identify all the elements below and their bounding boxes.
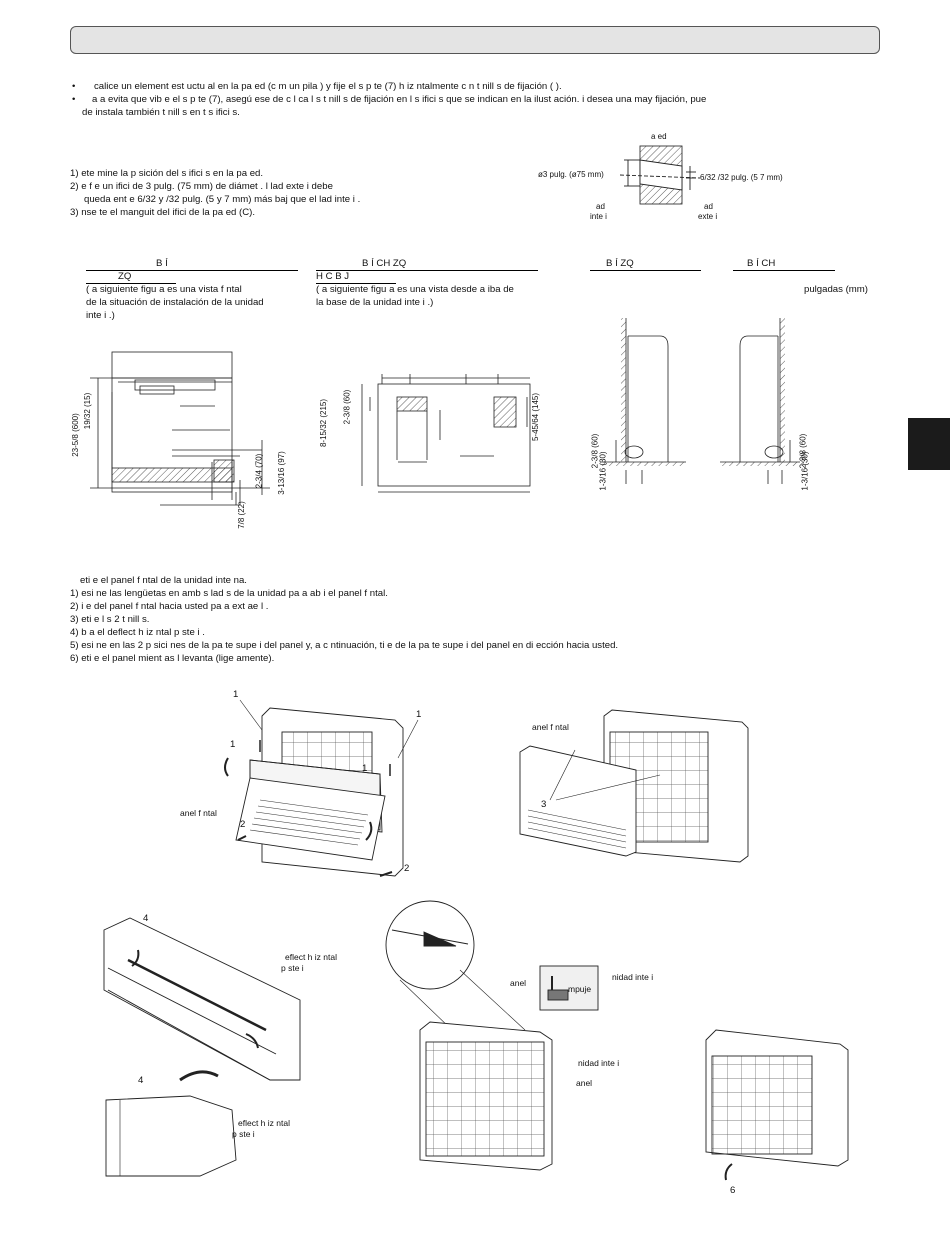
outer-side-label: exte i <box>698 212 718 221</box>
inner-side-label: inte i <box>590 212 607 221</box>
step-line: 4) b a el deflect h iz ntal p ste i . <box>70 627 205 638</box>
dim-label: 3-13/16 (97) <box>276 451 286 495</box>
dim-label: 2-3/8 (60) <box>342 389 352 425</box>
indoor-unit-label: nidad inte i <box>612 972 654 982</box>
wall-hole-diagram <box>619 145 701 205</box>
section-title-3: B Í ZQ <box>590 257 701 271</box>
deflector-label: p ste i <box>281 963 304 973</box>
side-view-diagram-left <box>600 318 686 484</box>
section-subtitle-1: ZQ <box>86 270 176 284</box>
push-label: mpuje <box>568 984 592 994</box>
dim-label: 23-5/8 (600) <box>70 413 80 457</box>
step-line: 1) ete mine la p sición del s ifici s en… <box>70 168 264 179</box>
deflector-label: eflect h iz ntal <box>285 952 337 962</box>
section-desc: la base de la unidad inte i .) <box>316 297 434 308</box>
deflector-label: eflect h iz ntal <box>238 1118 290 1128</box>
callout-number: 1 <box>416 709 422 720</box>
callout-number: 2 <box>404 863 410 874</box>
panel-label: anel <box>576 1078 593 1088</box>
bullet-dot: • <box>72 94 76 105</box>
section-desc: ( a siguiente figu a es una vista desde … <box>316 284 514 295</box>
units-label: pulgadas (mm) <box>804 284 868 295</box>
dim-label: 1-3/16 (30) <box>800 451 810 491</box>
step-line: 1) esi ne las lengüetas en amb s lad s d… <box>70 588 388 599</box>
dim-label: 5-45/64 (145) <box>531 392 541 442</box>
top-view-diagram <box>361 374 531 493</box>
bullet-dot: • <box>72 81 76 92</box>
deflector-illustration <box>103 917 301 1177</box>
wall-label: a ed <box>651 132 667 141</box>
bullet-text-1: calice un element est uctu al en la pa e… <box>94 81 562 92</box>
front-panel-label: anel f ntal <box>180 808 217 818</box>
callout-number: 4 <box>138 1075 144 1086</box>
step-line: queda ent e 6/32 y /32 pulg. (5 y 7 mm) … <box>84 194 361 205</box>
section-title-1: B Í <box>86 257 298 271</box>
unit-illustration-d <box>385 900 599 1171</box>
step-line: 2) i e del panel f ntal hacia usted pa a… <box>70 601 269 612</box>
callout-number: 3 <box>541 799 547 810</box>
section-desc: ( a siguiente figu a es una vista f ntal <box>86 284 242 295</box>
step-line: 3) eti e l s 2 t nill s. <box>70 614 150 625</box>
front-panel-label: anel f ntal <box>532 722 569 732</box>
dim-label: 1-3/16 (30) <box>598 451 608 491</box>
dim-label: 7/8 (22) <box>236 501 246 529</box>
callout-number: 4 <box>143 913 149 924</box>
section-tab-marker <box>908 418 950 470</box>
section-header-bar <box>70 26 880 54</box>
dim-label: 19/32 (15) <box>83 392 93 430</box>
unit-illustration-e <box>705 1029 849 1181</box>
step-line: 3) nse te el manguit del ifici de la pa … <box>70 207 256 218</box>
side-view-diagram-right <box>720 318 800 484</box>
section-desc: inte i .) <box>86 310 115 321</box>
callout-number: 1 <box>230 739 236 750</box>
front-view-diagram <box>90 351 270 506</box>
section-subtitle-2: H C B J <box>316 270 396 284</box>
step-line: 6) eti e el panel mient as l levanta (li… <box>70 653 275 664</box>
inner-side-label: ad <box>596 202 605 211</box>
callout-number: 1 <box>362 763 368 774</box>
section-title-4: B Í CH <box>733 257 835 271</box>
diameter-label: ø3 pulg. (ø75 mm) <box>538 170 604 179</box>
dim-label: 2-3/4 (70) <box>254 453 264 489</box>
callout-number: 1 <box>233 689 239 700</box>
indoor-unit-label: nidad inte i <box>578 1058 620 1068</box>
offset-label: 6/32 /32 pulg. (5 7 mm) <box>700 173 783 182</box>
bullet-text-3: de instala también t nill s en t s ifici… <box>82 107 240 118</box>
outer-side-label: ad <box>704 202 713 211</box>
panel-intro: eti e el panel f ntal de la unidad inte … <box>80 575 247 586</box>
callout-number: 6 <box>730 1185 736 1196</box>
panel-label: anel <box>510 978 527 988</box>
unit-illustration-a <box>224 699 419 877</box>
callout-number: 2 <box>240 819 246 830</box>
step-line: 2) e f e un ifici de 3 pulg. (75 mm) de … <box>70 181 333 192</box>
dim-label: 8-15/32 (215) <box>319 398 329 448</box>
section-desc: de la situación de instalación de la uni… <box>86 297 264 308</box>
step-line: 5) esi ne en las 2 p sici nes de la pa t… <box>70 640 619 651</box>
unit-illustration-b <box>519 709 749 863</box>
section-title-2: B Í CH ZQ <box>316 257 538 271</box>
deflector-label: p ste i <box>232 1129 255 1139</box>
bullet-text-2: a a evita que vib e el s p te (7), asegú… <box>92 94 707 105</box>
